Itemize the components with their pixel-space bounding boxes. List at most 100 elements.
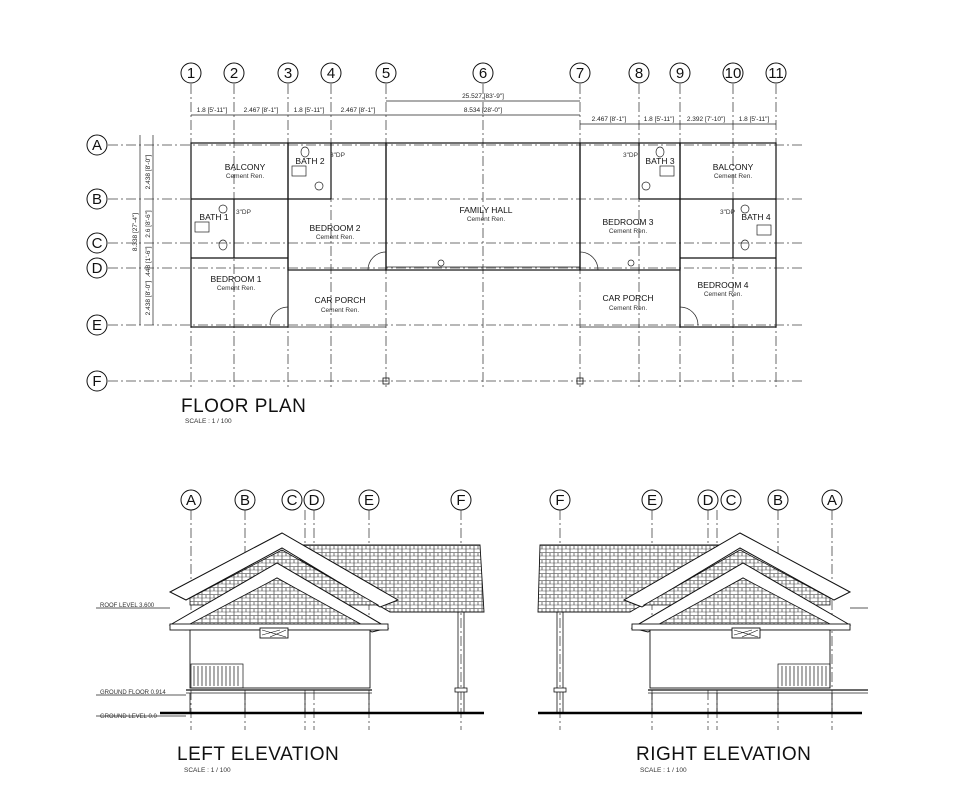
grid-bubbles-rows: A B C D E F bbox=[86, 134, 108, 392]
svg-text:B: B bbox=[92, 191, 102, 208]
grid-bubble-F: F bbox=[86, 370, 108, 392]
left-elevation-grid-bubbles: A B C D E F bbox=[180, 489, 472, 511]
room-name: BATH 1 bbox=[199, 212, 228, 222]
svg-text:B: B bbox=[773, 492, 783, 509]
svg-text:A: A bbox=[827, 492, 837, 509]
svg-text:E: E bbox=[364, 492, 374, 509]
svg-text:GROUND LEVEL 0.0: GROUND LEVEL 0.0 bbox=[100, 714, 157, 720]
svg-text:8: 8 bbox=[635, 65, 643, 82]
svg-text:9: 9 bbox=[676, 65, 684, 82]
room-name: CAR PORCH bbox=[602, 293, 653, 303]
svg-text:B: B bbox=[240, 492, 250, 509]
room-name: BALCONY bbox=[713, 162, 754, 172]
svg-text:2.438 [8'-0"]: 2.438 [8'-0"] bbox=[145, 280, 152, 315]
right-elevation-title: RIGHT ELEVATION bbox=[636, 744, 811, 765]
svg-text:D: D bbox=[309, 492, 320, 509]
svg-text:2.467 [8'-1"]: 2.467 [8'-1"] bbox=[244, 107, 279, 114]
room-finish: Cement Ren. bbox=[609, 305, 647, 312]
grid-bubble-C: C bbox=[86, 232, 108, 254]
room-finish: Cement Ren. bbox=[321, 307, 359, 314]
grid-bubble-4: 4 bbox=[320, 62, 342, 84]
walls bbox=[190, 142, 777, 385]
svg-text:1.8 [5'-11"]: 1.8 [5'-11"] bbox=[739, 116, 770, 123]
grid-bubble-9: 9 bbox=[669, 62, 691, 84]
room-name: FAMILY HALL bbox=[459, 205, 512, 215]
room-name: BALCONY bbox=[225, 162, 266, 172]
left-elevation-title: LEFT ELEVATION bbox=[177, 744, 339, 765]
svg-text:E: E bbox=[92, 317, 102, 334]
room-name: BATH 2 bbox=[295, 156, 324, 166]
svg-text:2.438 [8'-0"]: 2.438 [8'-0"] bbox=[145, 154, 152, 189]
grid-bubble-3: 3 bbox=[277, 62, 299, 84]
grid-bubble-11: 11 bbox=[765, 62, 787, 84]
svg-text:1.8 [5'-11"]: 1.8 [5'-11"] bbox=[294, 107, 325, 114]
grid-bubble-6: 6 bbox=[472, 62, 494, 84]
grid-bubbles-columns: 1 2 3 4 5 6 7 8 9 10 11 bbox=[180, 62, 787, 84]
dp-note: 3"DP bbox=[330, 152, 345, 159]
room-finish: Cement Ren. bbox=[714, 173, 752, 180]
bath-fixtures bbox=[194, 146, 772, 251]
grid-bubble-A: A bbox=[86, 134, 108, 156]
room-finish: Cement Ren. bbox=[704, 291, 742, 298]
svg-text:2.6 [8'-6"]: 2.6 [8'-6"] bbox=[145, 210, 152, 238]
floor-plan-title: FLOOR PLAN bbox=[181, 396, 306, 417]
svg-text:F: F bbox=[555, 492, 564, 509]
dimensions-top: 25.527 [83'-9"] 8.534 [28'-0"] 1.8 [5'-1… bbox=[191, 93, 776, 125]
right-elevation: F E D C B A bbox=[537, 489, 868, 774]
room-finish: Cement Ren. bbox=[226, 173, 264, 180]
overall-dimension: 25.527 [83'-9"] bbox=[462, 93, 504, 100]
room-name: BATH 4 bbox=[741, 212, 770, 222]
grid-lines-vertical bbox=[190, 84, 777, 390]
svg-text:ROOF LEVEL 3.600: ROOF LEVEL 3.600 bbox=[100, 603, 155, 609]
grid-bubble-2: 2 bbox=[223, 62, 245, 84]
svg-text:1.8 [5'-11"]: 1.8 [5'-11"] bbox=[644, 116, 675, 123]
svg-text:C: C bbox=[726, 492, 737, 509]
grid-bubble-8: 8 bbox=[628, 62, 650, 84]
dp-note: 3"DP bbox=[720, 209, 735, 216]
svg-text:5: 5 bbox=[382, 65, 390, 82]
svg-text:A: A bbox=[186, 492, 196, 509]
svg-text:10: 10 bbox=[725, 65, 742, 82]
room-finish: Cement Ren. bbox=[467, 216, 505, 223]
svg-text:6: 6 bbox=[479, 65, 487, 82]
svg-text:C: C bbox=[92, 235, 103, 252]
svg-text:GROUND FLOOR 0.914: GROUND FLOOR 0.914 bbox=[100, 690, 166, 696]
dimensions-left: 8.338 [27'-4"] 2.438 [8'-0"] 2.6 [8'-6"]… bbox=[132, 135, 154, 325]
dp-note: 3"DP bbox=[236, 209, 251, 216]
left-elevation: A B C D E F bbox=[96, 489, 485, 774]
room-name: BATH 3 bbox=[645, 156, 674, 166]
grid-bubble-10: 10 bbox=[722, 62, 744, 84]
left-elevation-scale: SCALE : 1 / 100 bbox=[184, 767, 231, 774]
grid-bubble-D: D bbox=[86, 257, 108, 279]
svg-text:1: 1 bbox=[187, 65, 195, 82]
room-finish: Cement Ren. bbox=[217, 285, 255, 292]
room-finish: Cement Ren. bbox=[316, 234, 354, 241]
svg-text:2.392 [7'-10"]: 2.392 [7'-10"] bbox=[687, 116, 725, 123]
right-elevation-scale: SCALE : 1 / 100 bbox=[640, 767, 687, 774]
floor-plan: 1 2 3 4 5 6 7 8 9 10 11 A B C D E F 25.5… bbox=[86, 62, 805, 425]
room-name: BEDROOM 4 bbox=[697, 280, 748, 290]
room-name: BEDROOM 3 bbox=[602, 217, 653, 227]
room-name: BEDROOM 2 bbox=[309, 223, 360, 233]
svg-text:E: E bbox=[647, 492, 657, 509]
svg-text:2.467 [8'-1"]: 2.467 [8'-1"] bbox=[341, 107, 376, 114]
level-markers: ROOF LEVEL 3.600 GROUND FLOOR 0.914 GROU… bbox=[96, 603, 186, 720]
grid-bubble-7: 7 bbox=[569, 62, 591, 84]
grid-bubble-B: B bbox=[86, 188, 108, 210]
svg-text:11: 11 bbox=[768, 65, 784, 82]
grid-bubble-1: 1 bbox=[180, 62, 202, 84]
svg-text:3: 3 bbox=[284, 65, 292, 82]
svg-text:4: 4 bbox=[327, 65, 335, 82]
svg-text:D: D bbox=[92, 260, 103, 277]
svg-text:2.467 [8'-1"]: 2.467 [8'-1"] bbox=[592, 116, 627, 123]
svg-text:1.8 [5'-11"]: 1.8 [5'-11"] bbox=[197, 107, 228, 114]
center-dimension: 8.534 [28'-0"] bbox=[464, 107, 502, 114]
dp-note: 3"DP bbox=[623, 152, 638, 159]
svg-text:.448 [1'-6"]: .448 [1'-6"] bbox=[145, 246, 152, 277]
svg-text:F: F bbox=[456, 492, 465, 509]
room-name: BEDROOM 1 bbox=[210, 274, 261, 284]
floor-plan-scale: SCALE : 1 / 100 bbox=[185, 418, 232, 425]
room-finish: Cement Ren. bbox=[609, 228, 647, 235]
room-labels: BALCONY Cement Ren. BATH 1 3"DP BATH 2 3… bbox=[199, 152, 770, 314]
svg-text:D: D bbox=[703, 492, 714, 509]
